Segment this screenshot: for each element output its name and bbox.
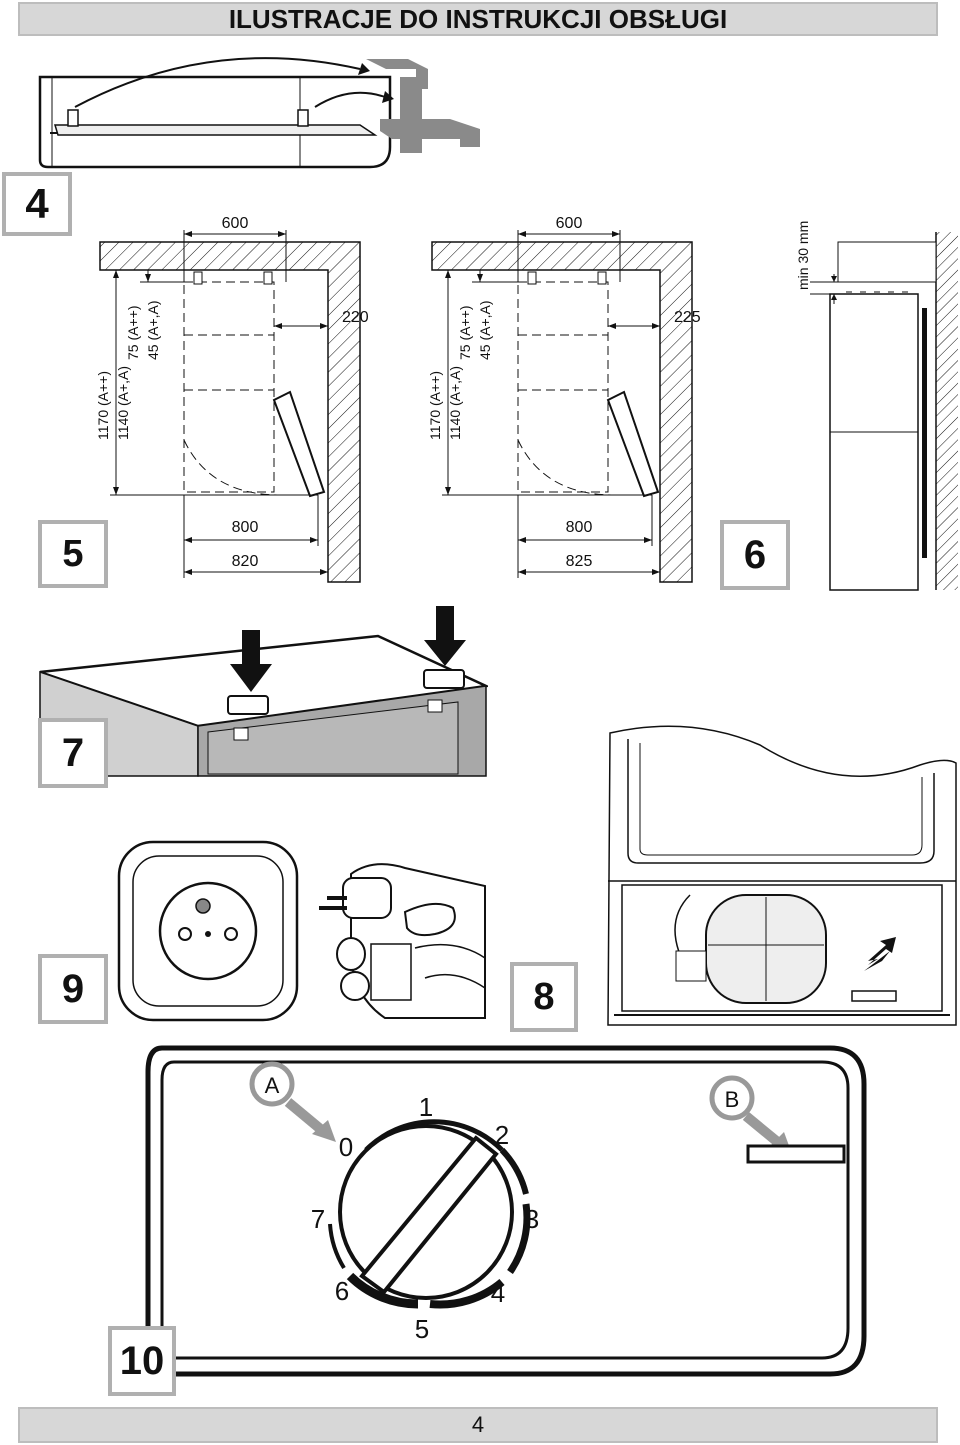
dial-mark-3: 3 <box>525 1204 539 1234</box>
dim-gap-225: 225 <box>674 309 701 326</box>
figure-5-right-diagram: 600 225 1170 (A++) 1140 (A+,A) 75 (A++) … <box>427 215 701 583</box>
dial-mark-4: 4 <box>491 1278 505 1308</box>
callout-a-label: A <box>265 1073 280 1098</box>
dim-45: 45 (A+,A) <box>477 300 493 360</box>
dim-75: 75 (A++) <box>125 306 141 360</box>
dim-width-600: 600 <box>556 215 583 232</box>
dim-width-600: 600 <box>222 215 249 232</box>
figure-9-illustration <box>117 840 486 1022</box>
clearance-label: min 30 mm <box>795 221 811 290</box>
dim-gap-220: 220 <box>342 309 369 326</box>
dim-800: 800 <box>566 519 593 536</box>
dial-mark-0: 0 <box>339 1132 353 1162</box>
dim-75: 75 (A++) <box>457 306 473 360</box>
dim-820: 820 <box>232 553 259 570</box>
dial-mark-1: 1 <box>419 1092 433 1122</box>
dim-800: 800 <box>232 519 259 536</box>
dim-1140: 1140 (A+,A) <box>115 366 131 440</box>
figure-4-number: 4 <box>2 172 72 236</box>
figure-6-diagram: min 30 mm <box>795 221 958 591</box>
figure-7-number: 7 <box>38 718 108 788</box>
figure-5-left-diagram: 600 220 1170 (A++) 1140 (A+,A) 75 (A++) … <box>95 215 369 583</box>
page-title: ILUSTRACJE DO INSTRUKCJI OBSŁUGI <box>18 2 938 36</box>
figure-9-number: 9 <box>38 954 108 1024</box>
figure-5-number: 5 <box>38 520 108 588</box>
dim-1170: 1170 (A++) <box>427 371 443 440</box>
figure-8-number: 8 <box>510 962 578 1032</box>
figure-10-illustration: 0 1 2 3 4 5 6 7 A B <box>145 1045 867 1377</box>
dim-1170: 1170 (A++) <box>95 371 111 440</box>
figure-4-illustration <box>38 57 480 169</box>
callout-b-label: B <box>725 1087 740 1112</box>
page-number: 4 <box>18 1407 938 1443</box>
dial-mark-5: 5 <box>415 1314 429 1344</box>
dial-mark-2: 2 <box>495 1120 509 1150</box>
figure-10-number: 10 <box>108 1326 176 1396</box>
dim-45: 45 (A+,A) <box>145 300 161 360</box>
dial-mark-7: 7 <box>311 1204 325 1234</box>
figure-6-number: 6 <box>720 520 790 590</box>
figure-8-illustration <box>607 725 957 1026</box>
dim-825: 825 <box>566 553 593 570</box>
dim-1140: 1140 (A+,A) <box>447 366 463 440</box>
dial-mark-6: 6 <box>335 1276 349 1306</box>
